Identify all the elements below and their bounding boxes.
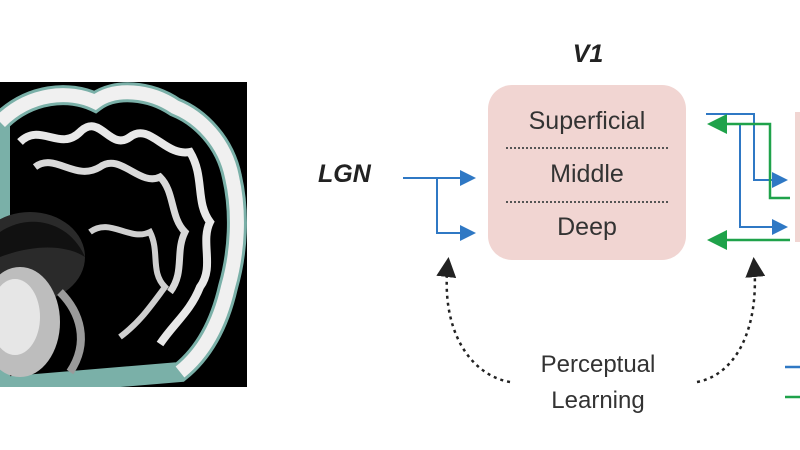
layer-deep: Deep	[557, 213, 617, 241]
v1-title: V1	[572, 40, 604, 68]
layer-separator	[506, 147, 668, 149]
dotted-curved-arrow	[696, 257, 766, 384]
feedforward-deep-arrow	[716, 123, 788, 235]
next-area-box	[795, 112, 800, 242]
lgn-label: LGN	[318, 160, 371, 188]
layer-superficial: Superficial	[528, 107, 646, 135]
lgn-to-deep-arrow	[436, 178, 476, 241]
perceptual-text: Perceptual	[540, 351, 656, 378]
layer-middle: Middle	[550, 160, 624, 188]
dotted-curved-arrow	[436, 257, 511, 384]
brain-mri-image	[0, 82, 247, 387]
learning-text: Learning	[551, 387, 645, 414]
v1-box: Superficial Middle Deep	[488, 85, 686, 260]
perceptual-learning-label: Perceptual Learning	[518, 347, 678, 419]
layer-separator	[506, 201, 668, 203]
feedback-to-superficial-arrow	[707, 114, 790, 200]
